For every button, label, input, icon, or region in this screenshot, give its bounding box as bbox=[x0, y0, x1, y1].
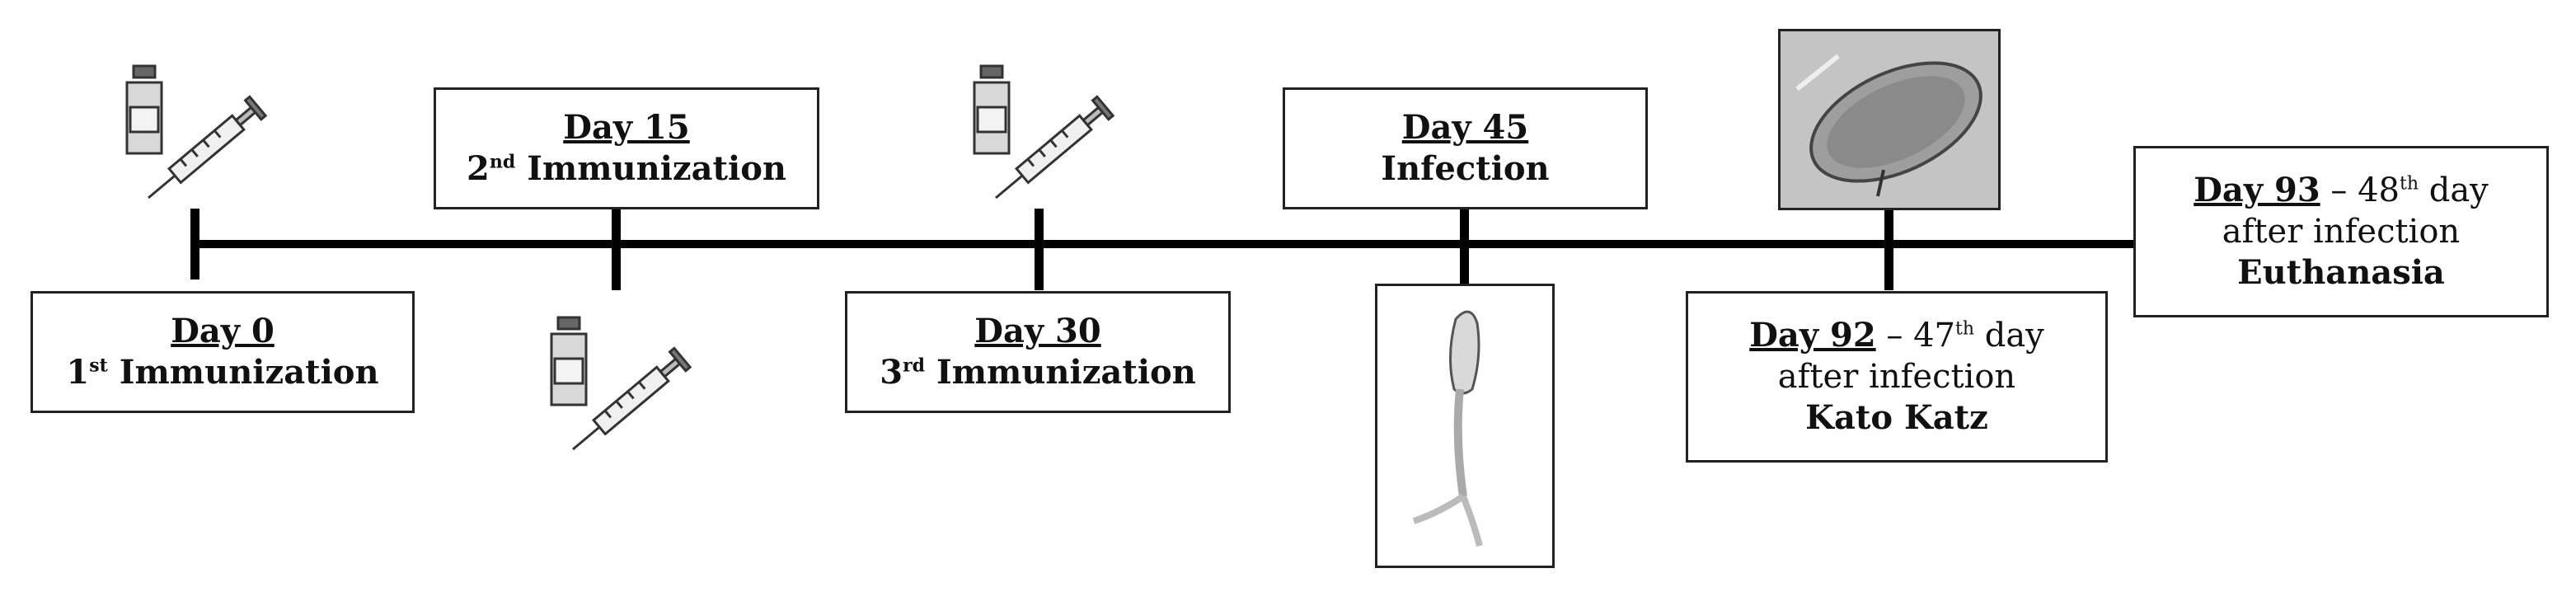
days-after-number: – 47 bbox=[1875, 317, 1955, 355]
event-day-15-box: Day 15 2nd Immunization bbox=[434, 87, 819, 209]
ordinal-suffix: th bbox=[1954, 318, 1974, 340]
event-label: Infection bbox=[1381, 149, 1550, 188]
event-day-label: Day 30 bbox=[974, 312, 1101, 350]
event-day-label: Day 92 bbox=[1749, 316, 1876, 355]
syringe-and-vial-icon bbox=[973, 64, 1115, 200]
cercaria-illustration bbox=[1412, 310, 1483, 547]
event-day-93-box: Day 93 – 48th day after infection Euthan… bbox=[2133, 146, 2549, 317]
days-after-unit: day bbox=[2419, 171, 2489, 209]
ordinal-suffix: rd bbox=[903, 355, 926, 377]
timeline-axis bbox=[191, 240, 2137, 248]
event-subtext: after infection bbox=[1777, 358, 2016, 396]
tick-day-0 bbox=[190, 209, 199, 280]
ordinal-number: 1 bbox=[66, 353, 90, 392]
event-label: Kato Katz bbox=[1805, 398, 1988, 437]
event-subtext: after infection bbox=[2222, 213, 2461, 251]
event-description: 3rd Immunization bbox=[880, 352, 1196, 393]
event-description: 2nd Immunization bbox=[467, 148, 786, 190]
egg-illustration bbox=[1781, 31, 1998, 208]
event-day-label: Day 15 bbox=[563, 108, 690, 147]
tick-day-15 bbox=[612, 209, 621, 290]
ordinal-suffix: st bbox=[89, 355, 108, 377]
event-label: Immunization bbox=[936, 353, 1196, 392]
event-label: Euthanasia bbox=[2237, 253, 2445, 292]
event-heading: Day 93 – 48th day bbox=[2194, 170, 2489, 211]
egg-micrograph-image bbox=[1778, 29, 2001, 210]
syringe-and-vial-icon bbox=[550, 316, 692, 451]
event-description: 1st Immunization bbox=[66, 352, 378, 393]
ordinal-suffix: th bbox=[2399, 173, 2419, 195]
tick-day-45 bbox=[1460, 209, 1469, 290]
event-day-label: Day 45 bbox=[1401, 108, 1529, 147]
ordinal-suffix: nd bbox=[489, 151, 516, 173]
days-after-unit: day bbox=[1974, 317, 2044, 355]
ordinal-number: 2 bbox=[467, 149, 490, 188]
event-day-label: Day 93 bbox=[2194, 171, 2320, 209]
event-day-92-box: Day 92 – 47th day after infection Kato K… bbox=[1686, 291, 2108, 463]
event-day-30-box: Day 30 3rd Immunization bbox=[845, 291, 1231, 413]
cercaria-image bbox=[1375, 284, 1555, 568]
event-heading: Day 92 – 47th day bbox=[1749, 315, 2044, 356]
event-day-label: Day 0 bbox=[171, 312, 274, 350]
days-after-number: – 48 bbox=[2320, 171, 2400, 209]
syringe-and-vial-icon bbox=[125, 64, 268, 200]
event-day-0-box: Day 0 1st Immunization bbox=[30, 291, 415, 413]
tick-day-30 bbox=[1035, 209, 1044, 290]
event-label: Immunization bbox=[119, 353, 379, 392]
event-label: Immunization bbox=[527, 149, 786, 188]
tick-day-92 bbox=[1884, 209, 1893, 290]
ordinal-number: 3 bbox=[880, 353, 903, 392]
event-day-45-box: Day 45 Infection bbox=[1283, 87, 1648, 209]
